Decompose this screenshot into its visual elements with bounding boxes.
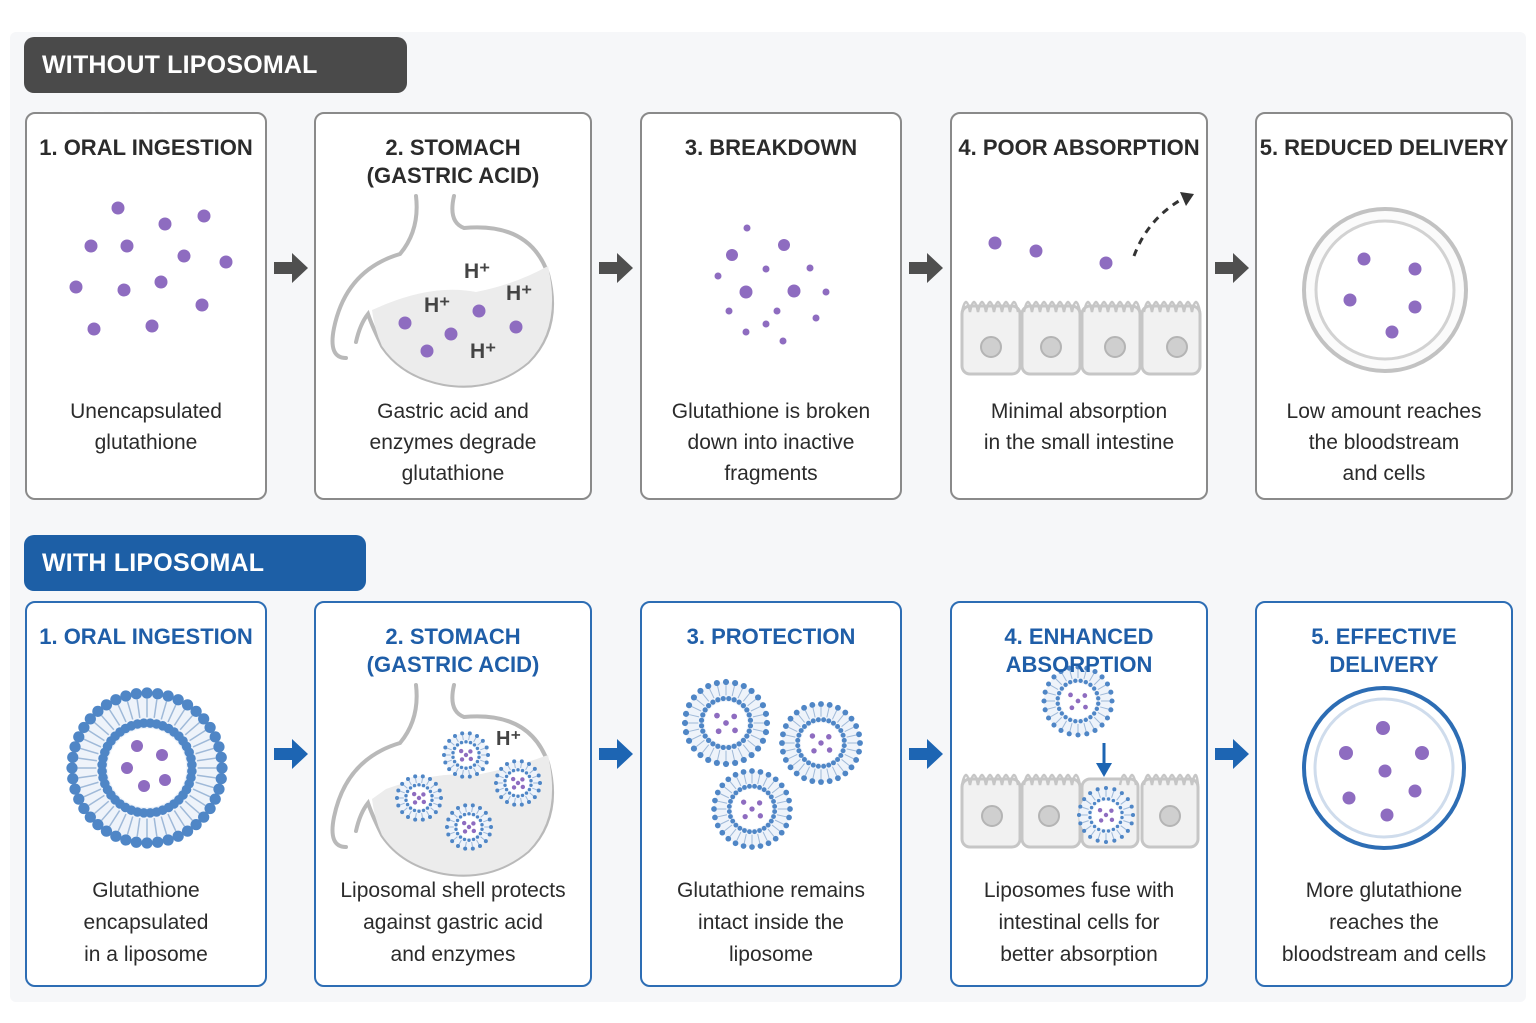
liposome: [681, 678, 771, 768]
glutathione-particles: [69, 201, 233, 336]
step-title: 2. STOMACH (GASTRIC ACID): [366, 135, 540, 188]
step-title: 1. ORAL INGESTION: [39, 624, 253, 649]
step-title: 5. REDUCED DELIVERY: [1259, 135, 1509, 160]
liposome: [494, 759, 542, 807]
step-panel-reduced-delivery: 5. REDUCED DELIVERY Low amount reaches t…: [1255, 112, 1513, 500]
liposome: [395, 774, 443, 822]
blue-arrow-icon: [909, 739, 943, 769]
liposome: [445, 803, 493, 851]
step-description: Liposomal shell protects against gastric…: [340, 879, 566, 966]
gray-arrow-icon: [599, 253, 633, 283]
liposome-fusion-illustration: [960, 664, 1200, 849]
liposome: [711, 768, 793, 850]
step-description: Glutathione encapsulated in a liposome: [83, 879, 209, 966]
step-panel-effective-delivery: 5. EFFECTIVE DELIVERY More glutathione r…: [1255, 601, 1513, 987]
acid-label: H⁺: [496, 728, 521, 750]
step-panel-stomach-acid: H⁺ H⁺ H⁺ H⁺ 2. STOMACH (GASTRIC ACID) Ga…: [314, 112, 592, 500]
step-description: Low amount reaches the bloodstream and c…: [1286, 400, 1482, 485]
gray-arrow-icon: [1215, 253, 1249, 283]
step-panel-stomach-protected: H⁺ 2. STOMACH (GASTRIC ACID) Liposomal s…: [314, 601, 592, 987]
step-description: Minimal absorption in the small intestin…: [983, 400, 1175, 454]
protected-liposomes-illustration: [681, 678, 863, 850]
stomach-illustration: H⁺ H⁺ H⁺ H⁺: [330, 194, 555, 388]
liposome: [1041, 664, 1115, 738]
step-panel-oral-ingestion-unencapsulated: 1. ORAL INGESTION Unencapsulated glutath…: [25, 112, 267, 500]
section-tag-without-liposomal: WITHOUT LIPOSOMAL DELIVERY: [24, 37, 407, 135]
step-panel-poor-absorption: 4. POOR ABSORPTION Minimal absorption in…: [950, 112, 1208, 500]
acid-label: H⁺: [470, 340, 496, 363]
blue-arrow-icon: [599, 739, 633, 769]
escape-arrow-icon: [1180, 192, 1194, 206]
gray-arrow-icon: [274, 253, 308, 283]
step-title: 3. BREAKDOWN: [684, 135, 858, 160]
step-panel-enhanced-absorption: 4. ENHANCED ABSORPTION Liposomes fuse wi…: [950, 601, 1208, 987]
step-description: Unencapsulated glutathione: [70, 400, 222, 454]
step-panel-oral-ingestion-liposome: 1. ORAL INGESTION Glutathione encapsulat…: [25, 601, 267, 987]
step-description: Gastric acid and enzymes degrade glutath…: [369, 400, 537, 485]
cell-illustration: [1302, 207, 1468, 373]
acid-label: H⁺: [506, 282, 532, 305]
step-panel-breakdown: 3. BREAKDOWN Glutathione is broken down …: [640, 112, 902, 500]
blue-arrow-icon: [274, 739, 308, 769]
gray-arrow-icon: [909, 253, 943, 283]
large-liposome: [66, 687, 228, 849]
step-description: Liposomes fuse with intestinal cells for…: [983, 879, 1175, 966]
blue-arrow-icon: [1215, 739, 1249, 769]
blue-cell-illustration: [1302, 686, 1466, 850]
liposome: [442, 731, 490, 779]
liposome: [779, 701, 863, 785]
step-title: 4. POOR ABSORPTION: [958, 135, 1200, 160]
fragments-illustration: [714, 224, 830, 345]
step-description: More glutathione reaches the bloodstream…: [1281, 879, 1487, 966]
free-glutathione-illustration: [69, 201, 233, 336]
section-tag-with-liposomal: WITH LIPOSOMAL DELIVERY: [24, 535, 366, 633]
step-description: Glutathione remains intact inside the li…: [677, 879, 865, 966]
step-title: 4. ENHANCED ABSORPTION: [1004, 624, 1154, 677]
stomach-liposome-illustration: H⁺: [330, 683, 555, 877]
step-panel-protection: 3. PROTECTION Glutathione remains intact…: [640, 601, 902, 987]
acid-labels: H⁺ H⁺ H⁺ H⁺: [424, 260, 532, 363]
acid-label: H⁺: [424, 294, 450, 317]
step-title: 3. PROTECTION: [686, 624, 856, 649]
liposome: [1076, 785, 1136, 845]
acid-label: H⁺: [464, 260, 490, 283]
liposome-illustration: [66, 687, 228, 849]
step-title: 2. STOMACH (GASTRIC ACID): [366, 624, 540, 677]
step-title: 5. EFFECTIVE DELIVERY: [1311, 624, 1457, 677]
step-title: 1. ORAL INGESTION: [39, 135, 253, 160]
glutathione-fragments: [714, 224, 830, 345]
step-description: Glutathione is broken down into inactive…: [671, 400, 871, 485]
intestine-illustration: [960, 192, 1202, 376]
down-arrow-icon: [1096, 763, 1112, 777]
